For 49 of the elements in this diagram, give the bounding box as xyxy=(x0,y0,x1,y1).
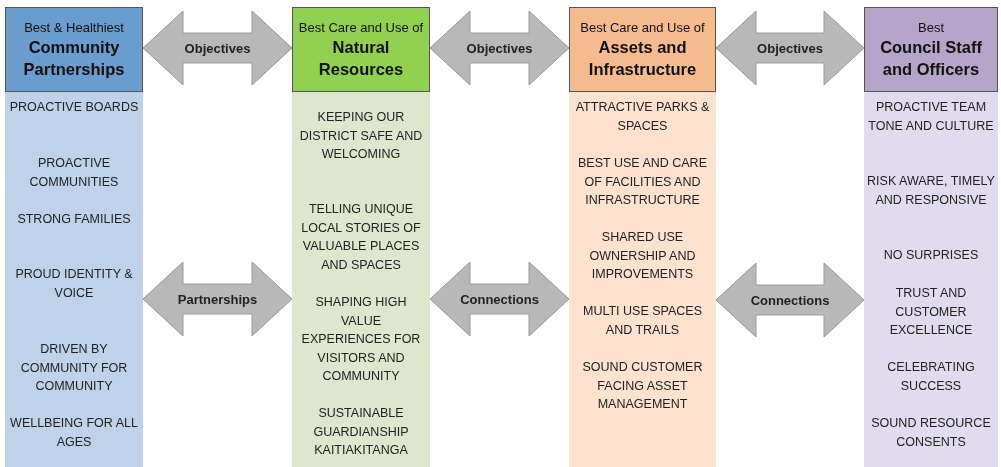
objective-item: PROACTIVE COMMUNITIES xyxy=(28,155,120,191)
double-block-arrow xyxy=(715,262,865,338)
objective-item: WELLBEING FOR ALL AGES xyxy=(9,415,139,451)
objective-item: SUSTAINABLE GUARDIANSHIP KAITIAKITANGA xyxy=(312,405,410,459)
objective-item: RISK AWARE, TIMELY AND RESPONSIVE xyxy=(867,173,995,209)
double-block-arrow xyxy=(142,261,293,337)
objective-item: SHARED USE OWNERSHIP AND IMPROVEMENTS xyxy=(588,229,697,283)
double-block-arrow xyxy=(429,10,570,86)
objective-item: TRUST AND CUSTOMER EXCELLENCE xyxy=(888,285,974,339)
double-block-arrow xyxy=(429,261,570,337)
objective-item: SOUND RESOURCE CONSENTS xyxy=(870,415,992,451)
edge-label: Connections xyxy=(750,292,830,308)
double-block-arrow xyxy=(142,10,293,86)
objective-item: MULTI USE SPACES AND TRAILS xyxy=(582,303,703,339)
header-subtitle: Best xyxy=(918,19,944,36)
header-title: Council Staff and Officers xyxy=(879,37,983,80)
objective-item: SOUND CUSTOMER FACING ASSET MANAGEMENT xyxy=(581,359,704,413)
objective-item: TELLING UNIQUE LOCAL STORIES OF VALUABLE PLACES AND SPACES xyxy=(300,201,422,274)
column-panel xyxy=(864,92,998,467)
objective-item: KEEPING OUR DISTRICT SAFE AND WELCOMING xyxy=(298,109,424,163)
header-subtitle: Best Care and Use of xyxy=(298,19,424,36)
objective-item: PROACTIVE TEAM TONE AND CULTURE xyxy=(867,99,995,135)
objective-item: SHAPING HIGH VALUE EXPERIENCES FOR VISITORS AND COMMUNITY xyxy=(300,294,422,385)
objective-item: ATTRACTIVE PARKS & SPACES xyxy=(574,99,711,135)
edge-label: Objectives xyxy=(757,40,823,56)
edge-label: Connections xyxy=(460,291,539,307)
objective-item: CELEBRATING SUCCESS xyxy=(886,359,976,395)
header-subtitle: Best & Healthiest xyxy=(24,19,124,36)
header-box xyxy=(569,7,716,92)
objective-item: PROACTIVE BOARDS xyxy=(8,99,140,116)
objective-item: STRONG FAMILIES xyxy=(16,211,132,228)
header-box xyxy=(5,7,143,92)
header-subtitle: Best Care and Use of xyxy=(580,19,705,36)
header-title: Assets and Infrastructure xyxy=(587,37,698,80)
objective-item: BEST USE AND CARE OF FACILITIES AND INFRASTRUCTURE xyxy=(577,155,708,209)
column-panel xyxy=(569,92,716,467)
column-panel xyxy=(292,92,430,467)
column-panel xyxy=(5,92,143,467)
objective-item: DRIVEN BY COMMUNITY FOR COMMUNITY xyxy=(19,341,129,395)
header-title: Natural Resources xyxy=(317,37,405,80)
objective-item: PROUD IDENTITY & VOICE xyxy=(14,266,134,302)
objective-item: NO SURPRISES xyxy=(882,247,980,264)
header-title: Community Partnerships xyxy=(22,37,126,80)
header-box xyxy=(864,7,998,92)
edge-label: Objectives xyxy=(466,40,533,56)
edge-label: Objectives xyxy=(184,40,251,56)
double-block-arrow xyxy=(715,10,865,86)
edge-label: Partnerships xyxy=(177,291,258,307)
header-box xyxy=(292,7,430,92)
